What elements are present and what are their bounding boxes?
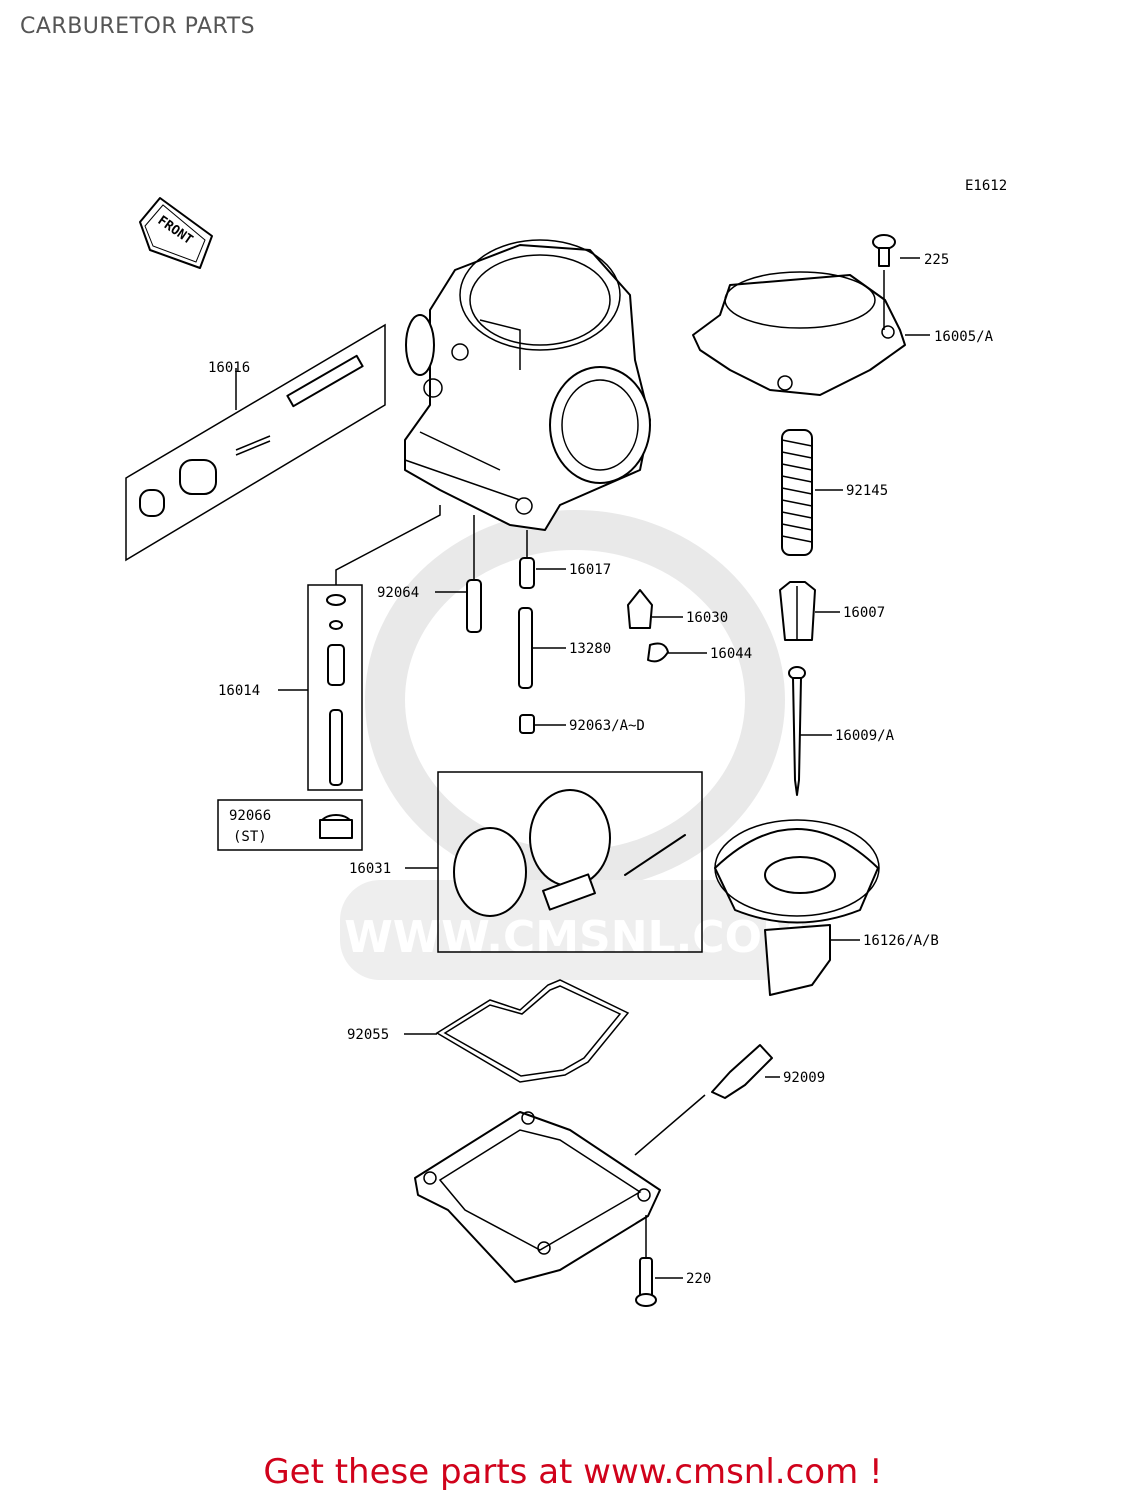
carburetor-body <box>404 239 651 531</box>
idle-assembly-box <box>307 584 363 791</box>
screw-225-part <box>872 234 896 330</box>
page-title: CARBURETOR PARTS <box>20 14 256 39</box>
air-screw-part <box>711 1044 773 1099</box>
label-92064: 92064 <box>377 585 419 601</box>
label-16030: 16030 <box>686 610 728 626</box>
label-16031: 16031 <box>349 861 391 877</box>
top-cover-part <box>692 271 906 396</box>
label-16017: 16017 <box>569 562 611 578</box>
label-16016: 16016 <box>208 360 250 376</box>
bolt-220-part <box>635 1215 657 1307</box>
needle-holder-part <box>779 581 816 641</box>
leader-lines <box>235 257 930 1279</box>
parts-diagram: WWW.CMSNL.COM E1612 FRONT <box>125 178 1007 1307</box>
diaphragm-part <box>714 819 880 996</box>
label-92063: 92063/A~D <box>569 718 645 734</box>
label-16009: 16009/A <box>835 728 895 744</box>
front-arrow-icon: FRONT <box>139 197 213 269</box>
jet-parts <box>466 515 669 734</box>
spring-92145-part <box>781 429 813 556</box>
label-92066: 92066 <box>229 808 271 824</box>
label-92145: 92145 <box>846 483 888 499</box>
label-16007: 16007 <box>843 605 885 621</box>
diagram-code: E1612 <box>965 178 1007 194</box>
label-16044: 16044 <box>710 646 752 662</box>
label-16126: 16126/A/B <box>863 933 939 949</box>
label-225: 225 <box>924 252 949 268</box>
label-92009: 92009 <box>783 1070 825 1086</box>
float-assembly <box>437 771 703 953</box>
jet-needle-part <box>788 666 806 796</box>
watermark-text: WWW.CMSNL.COM <box>344 912 806 963</box>
label-220: 220 <box>686 1271 711 1287</box>
label-92066-sub: (ST) <box>233 829 267 845</box>
float-bowl-part <box>414 1094 706 1283</box>
gasket-part <box>435 979 630 1083</box>
label-16014: 16014 <box>218 683 260 699</box>
pilot-screw-assembly <box>125 323 386 562</box>
part-labels: 225 16005/A 16016 92145 92064 16017 1603… <box>208 252 994 1287</box>
label-16005: 16005/A <box>934 329 994 345</box>
cap-92066-box <box>217 799 363 851</box>
label-92055: 92055 <box>347 1027 389 1043</box>
label-13280: 13280 <box>569 641 611 657</box>
footer-link-text[interactable]: Get these parts at www.cmsnl.com ! <box>263 1452 883 1492</box>
